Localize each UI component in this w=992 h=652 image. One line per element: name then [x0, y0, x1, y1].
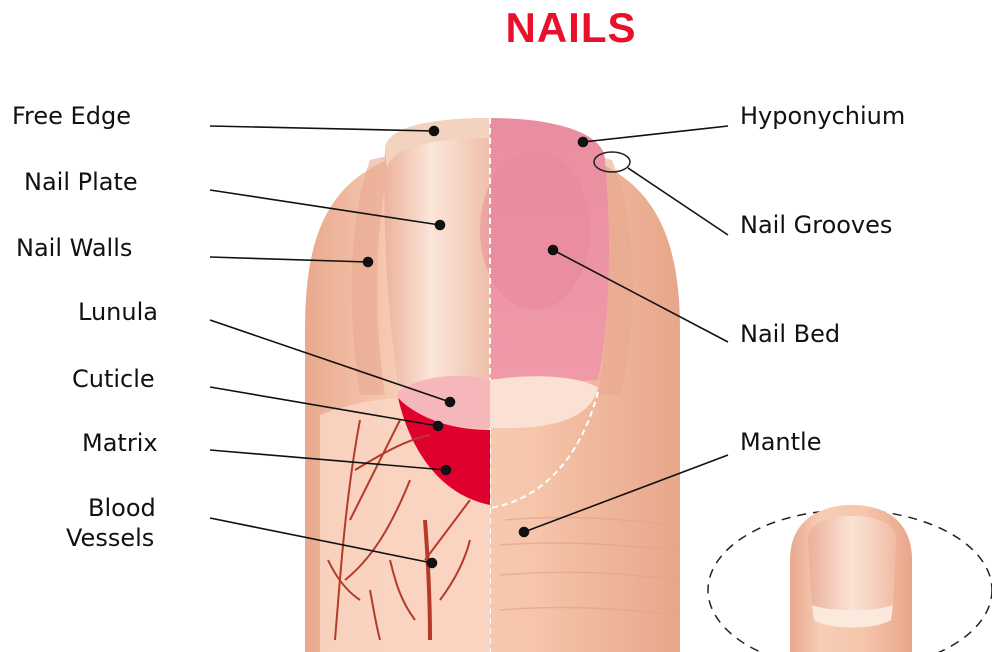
- label-nail-grooves: Nail Grooves: [740, 211, 892, 239]
- label-free-edge: Free Edge: [12, 102, 131, 130]
- inset-detail: [708, 505, 992, 652]
- label-nail-plate: Nail Plate: [24, 168, 138, 196]
- label-lunula: Lunula: [78, 298, 158, 326]
- label-nail-bed: Nail Bed: [740, 320, 840, 348]
- nail-plate: [384, 118, 490, 385]
- label-blood: Blood: [88, 494, 156, 522]
- label-nail-walls: Nail Walls: [16, 234, 132, 262]
- label-mantle: Mantle: [740, 428, 821, 456]
- label-matrix: Matrix: [82, 429, 158, 457]
- label-vessels: Vessels: [66, 524, 154, 552]
- nail-bed: [480, 118, 609, 385]
- label-hyponychium: Hyponychium: [740, 102, 905, 130]
- label-cuticle: Cuticle: [72, 365, 155, 393]
- page-title: NAILS: [0, 4, 992, 52]
